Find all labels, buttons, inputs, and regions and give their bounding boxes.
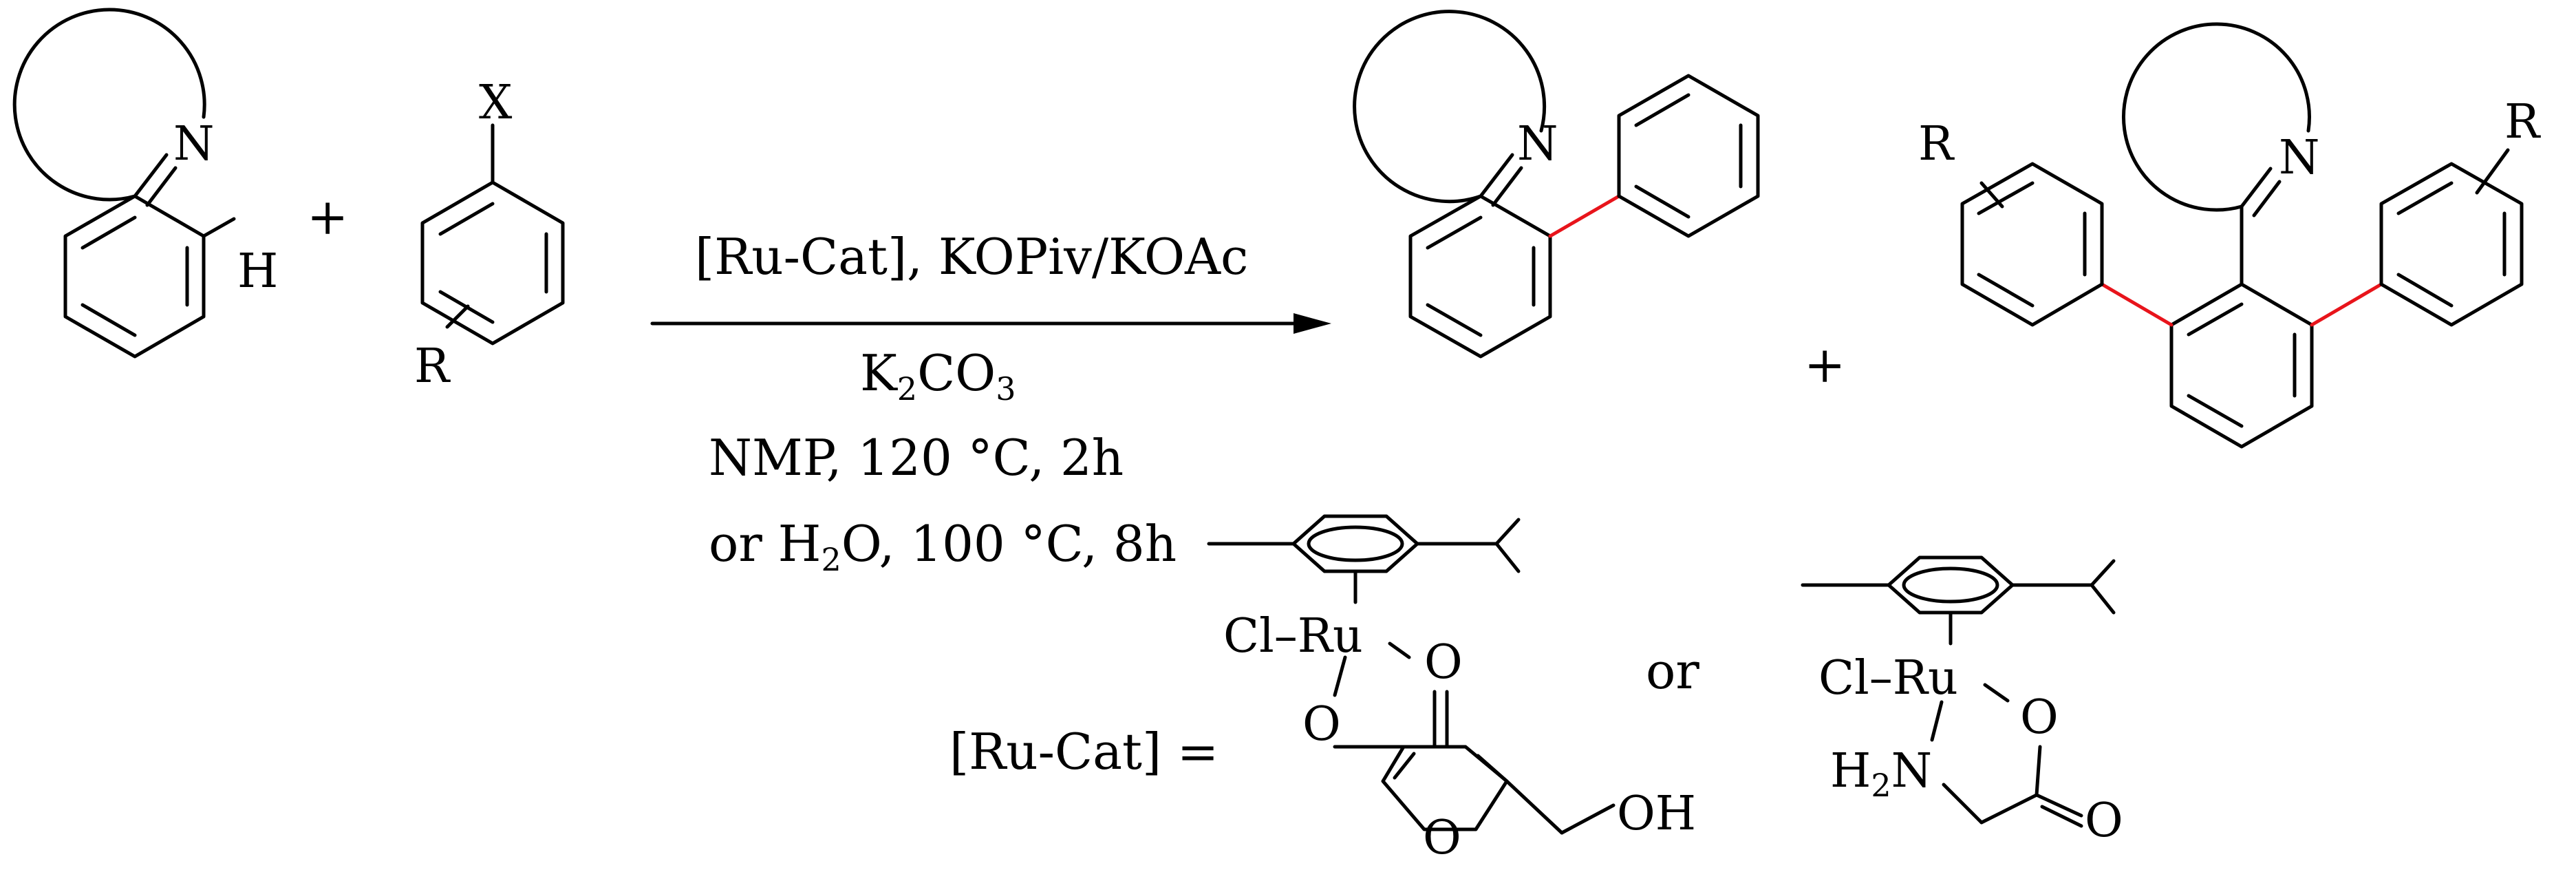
reactant-2-r-label: R bbox=[414, 339, 451, 394]
product-2-n-label: N bbox=[2279, 131, 2320, 185]
catalyst-2-cl-ru-label: Cl–Ru bbox=[1818, 651, 1958, 705]
reactant-1-cyclic-imine: N H bbox=[12, 8, 278, 359]
catalyst-1-cl-ru-label: Cl–Ru bbox=[1223, 609, 1363, 664]
conditions-base-line: K2CO3 bbox=[860, 344, 1016, 407]
plus-sign-2: + bbox=[1804, 336, 1845, 394]
catalyst-2-h2n-label: H2N bbox=[1830, 744, 1932, 804]
catalyst-1-arene-ring bbox=[1291, 514, 1419, 573]
reactant-1-n-label: N bbox=[173, 117, 215, 171]
catalyst-2-arene-ring bbox=[1887, 555, 2015, 615]
catalyst-2-o-top-label: O bbox=[2020, 690, 2059, 745]
conditions-water-line: or H2O, 100 °C, 8h bbox=[709, 515, 1177, 578]
catalyst-1-pyranone-ring bbox=[1381, 745, 1509, 831]
product-1-ring-arc bbox=[1353, 10, 1547, 204]
conditions-catalyst-line: [Ru-Cat], KOPiv/KOAc bbox=[695, 228, 1248, 286]
product-2-di-arylated: N R R bbox=[1918, 22, 2541, 449]
catalyst-label: [Ru-Cat] = bbox=[949, 723, 1219, 781]
conditions-nmp-line: NMP, 120 °C, 2h bbox=[709, 429, 1124, 487]
reactant-2-benzene-ring bbox=[420, 180, 565, 346]
product-2-central-ring bbox=[2169, 282, 2314, 449]
reactant-1-benzene-ring bbox=[63, 194, 206, 359]
catalyst-1-maltolate-complex: Cl–Ru O O O OH bbox=[1207, 514, 1696, 865]
catalyst-or-label: or bbox=[1646, 642, 1699, 700]
catalyst-1-oh-label: OH bbox=[1617, 787, 1696, 841]
product-2-ring-arc bbox=[2121, 22, 2311, 212]
catalyst-2-arene-ellipse bbox=[1902, 566, 1999, 604]
product-2-left-aryl-ring bbox=[1960, 162, 2104, 327]
catalyst-1-ring-o-label: O bbox=[1423, 811, 1461, 865]
product-1-mono-arylated: N bbox=[1353, 10, 1760, 359]
catalyst-2-carbonyl-o-label: O bbox=[2085, 794, 2123, 848]
plus-sign-1: + bbox=[307, 188, 348, 246]
reactant-1-h-label: H bbox=[237, 244, 278, 299]
reactant-2-aryl-halide: X R bbox=[414, 76, 565, 394]
reaction-arrow bbox=[650, 313, 1331, 334]
product-1-new-cc-bond bbox=[1548, 194, 1621, 238]
reactant-1-ring-arc bbox=[12, 8, 206, 202]
product-1-n-label: N bbox=[1517, 117, 1558, 171]
catalyst-1-arene-ellipse bbox=[1307, 525, 1404, 562]
catalyst-1-o-left-label: O bbox=[1302, 697, 1341, 752]
product-2-right-aryl-ring bbox=[2379, 162, 2524, 327]
product-2-r-left-label: R bbox=[1918, 117, 1955, 171]
product-2-r-right-label: R bbox=[2504, 95, 2541, 149]
reactant-1-cn-bond bbox=[133, 153, 169, 198]
product-1-benzene-ring bbox=[1408, 194, 1552, 359]
catalyst-2-glycinate-complex: Cl–Ru O H2N O bbox=[1801, 555, 2123, 848]
catalyst-1-o-top-label: O bbox=[1424, 635, 1463, 690]
product-1-phenyl-ring bbox=[1617, 74, 1760, 238]
product-2-new-cc-bond-right bbox=[2310, 282, 2383, 327]
reactant-2-x-label: X bbox=[479, 76, 513, 130]
product-2-new-cc-bond-left bbox=[2100, 282, 2174, 327]
